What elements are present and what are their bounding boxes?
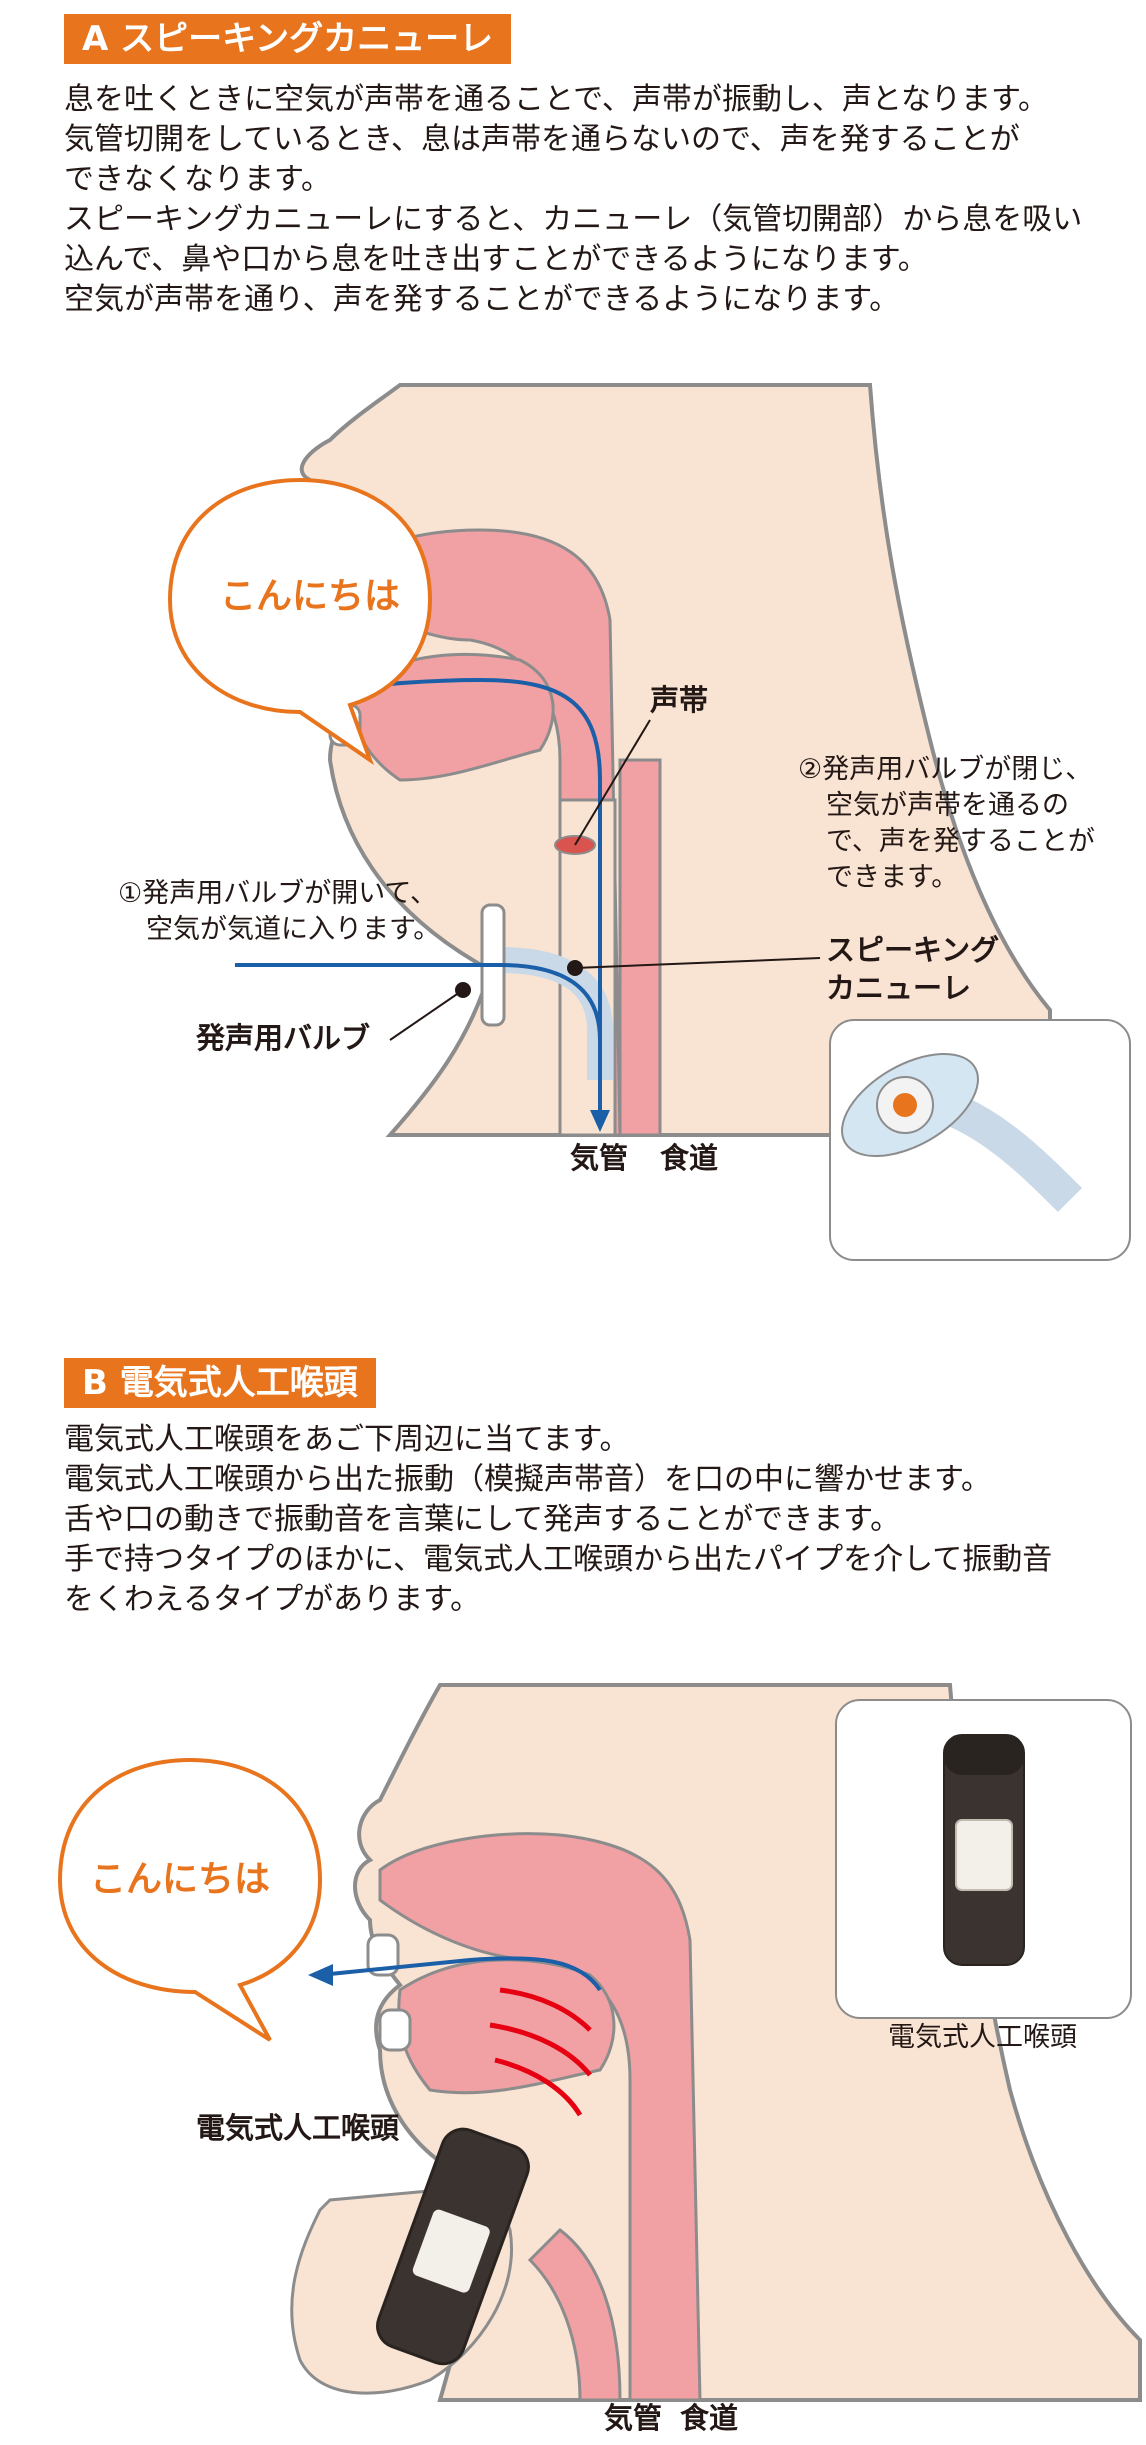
section-a-badge: A スピーキングカニューレ xyxy=(64,14,512,64)
speech-bubble-b xyxy=(57,1757,323,2042)
section-a-line: スピーキングカニューレにすると、カニューレ（気管切開部）から息を吸い xyxy=(64,202,1083,237)
section-a-line: 気管切開をしているとき、息は声帯を通らないので、声を発することが xyxy=(64,122,1020,157)
section-b-line: 電気式人工喉頭から出た振動（模擬声帯音）を口の中に響かせます。 xyxy=(64,1462,991,1497)
vibration-wave xyxy=(489,2022,592,2077)
vibration-wave xyxy=(494,2057,583,2117)
cannula-inset-valve-core xyxy=(893,1093,917,1117)
label-esophagus-a: 食道 xyxy=(660,1141,719,1175)
section-b-badge: B 電気式人工喉頭 xyxy=(64,1358,376,1408)
speech-bubble xyxy=(167,477,433,766)
inhale-arrowhead xyxy=(590,1110,610,1132)
label-step1-line1: ①発声用バルブが開いて、 xyxy=(118,878,438,909)
label-vocal-cords: 声帯 xyxy=(650,683,709,717)
tongue xyxy=(348,652,555,782)
upper-teeth-b xyxy=(366,1933,400,1977)
section-a-line: 息を吐くときに空気が声帯を通ることで、声帯が振動し、声となります。 xyxy=(64,82,1048,117)
electrolarynx-in-hand xyxy=(376,2127,530,2366)
section-b-bubble-text: こんにちは xyxy=(90,1859,271,1900)
label-step1-line2: 空気が気道に入ります。 xyxy=(146,914,441,945)
trachea-b xyxy=(527,2228,622,2402)
section-a-line: 空気が声帯を通り、声を発することができるようになります。 xyxy=(64,282,900,317)
speaking-cannula-diagram xyxy=(167,383,1131,1261)
lower-teeth-b xyxy=(378,2008,412,2052)
section-a-description: 息を吐くときに空気が声帯を通ることで、声帯が振動し、声となります。 気管切開をし… xyxy=(64,80,1124,320)
airflow-exhale-b xyxy=(319,1956,602,1992)
section-b-line: をくわえるタイプがあります。 xyxy=(64,1582,481,1617)
section-a-line: できなくなります。 xyxy=(64,162,331,197)
label-speaking-cannula-line1: スピーキング xyxy=(826,933,1000,967)
section-b-line: 電気式人工喉頭をあご下周辺に当てます。 xyxy=(64,1422,630,1457)
esophagus-tube xyxy=(618,758,662,1137)
label-step2-line1: ②発声用バルブが閉じ、 xyxy=(798,754,1093,785)
label-speaking-valve: 発声用バルブ xyxy=(196,1021,371,1055)
section-b-line: 舌や口の動きで振動音を言葉にして発声することができます。 xyxy=(64,1502,901,1537)
nasal-cavity-b xyxy=(378,1832,702,2402)
section-a-line: 込んで、鼻や口から息を吐き出すことができるようになります。 xyxy=(64,242,928,277)
label-step2-line3: で、声を発することが xyxy=(826,826,1095,857)
device-inset-cap xyxy=(944,1735,1024,1775)
label-step2-line4: できます。 xyxy=(826,862,959,893)
electrolarynx-diagram xyxy=(57,1683,1142,2402)
label-electrolarynx: 電気式人工喉頭 xyxy=(196,2111,400,2145)
device-inset-caption: 電気式人工喉頭 xyxy=(888,2022,1077,2053)
exhale-arrowhead-b xyxy=(308,1964,333,1986)
vibration-wave xyxy=(499,1987,592,2032)
label-step2-line2: 空気が声帯を通るの xyxy=(826,790,1069,821)
label-trachea-b: 気管 xyxy=(604,2401,663,2435)
label-trachea-a: 気管 xyxy=(570,1141,629,1175)
label-speaking-cannula-line2: カニューレ xyxy=(826,971,972,1005)
device-inset-label xyxy=(955,1819,1013,1891)
vocal-cord-leader xyxy=(574,719,651,846)
section-b-line: 手で持つタイプのほかに、電気式人工喉頭から出たパイプを介して振動音 xyxy=(64,1542,1053,1577)
section-b-description: 電気式人工喉頭をあご下周辺に当てます。 電気式人工喉頭から出た振動（模擬声帯音）… xyxy=(64,1420,1124,1620)
valve-leader xyxy=(389,989,464,1041)
label-esophagus-b: 食道 xyxy=(680,2401,739,2435)
cannula-leader xyxy=(574,957,821,969)
section-a-bubble-text: こんにちは xyxy=(220,576,401,617)
